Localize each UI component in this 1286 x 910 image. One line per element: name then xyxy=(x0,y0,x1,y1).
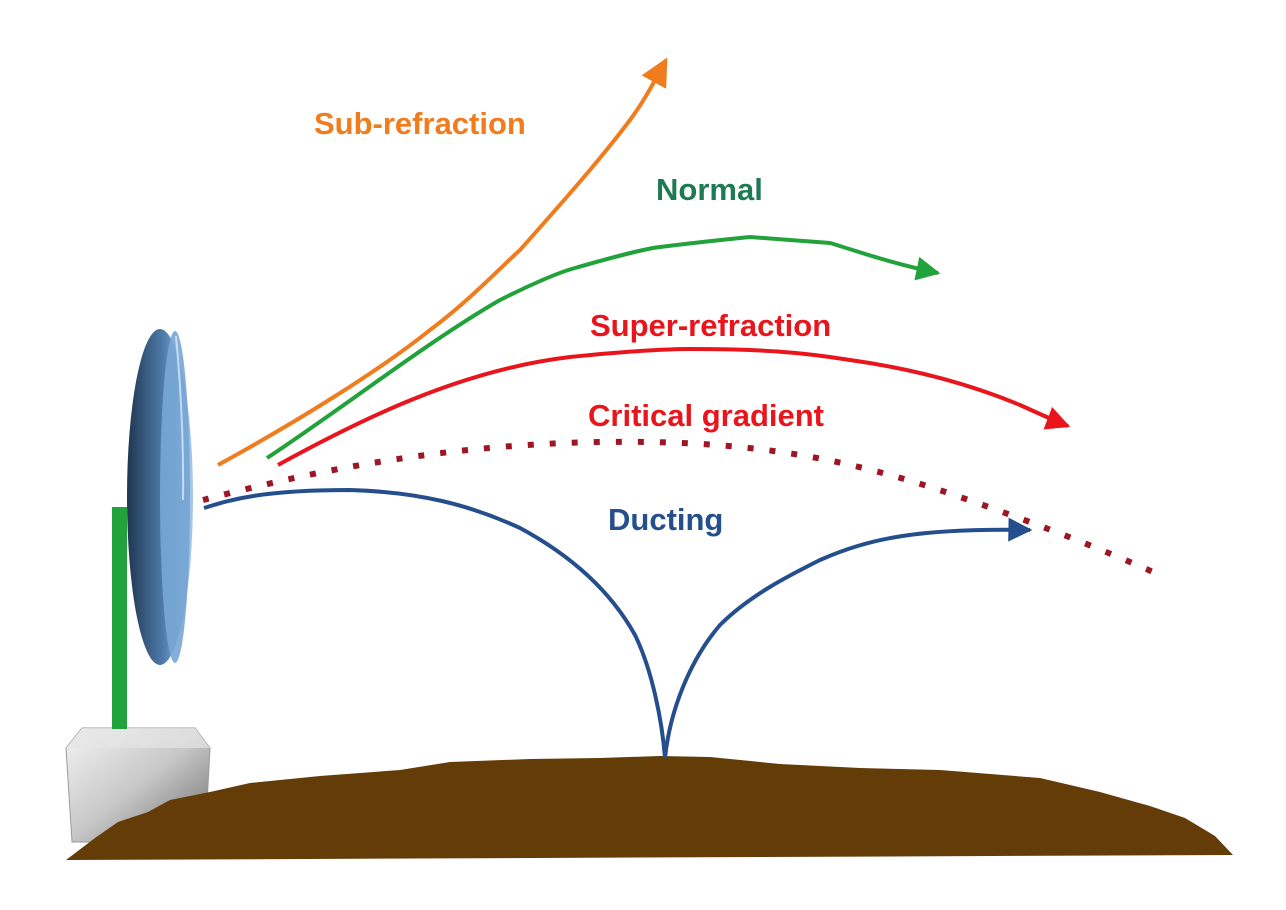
ducting-label: Ducting xyxy=(608,502,723,537)
sub-refraction-label: Sub-refraction xyxy=(314,106,526,141)
ground xyxy=(66,756,1233,860)
super-refraction-curve xyxy=(277,346,1071,467)
ducting-curve-right xyxy=(663,517,1033,759)
normal-curve xyxy=(265,234,941,460)
critical-gradient-label: Critical gradient xyxy=(588,398,824,433)
normal-label: Normal xyxy=(656,172,763,207)
ducting-curve-left xyxy=(203,487,667,759)
antenna-mast xyxy=(112,507,127,729)
sub-refraction-curve xyxy=(217,57,668,467)
super-refraction-label: Super-refraction xyxy=(590,308,831,343)
antenna-dish xyxy=(127,329,193,665)
